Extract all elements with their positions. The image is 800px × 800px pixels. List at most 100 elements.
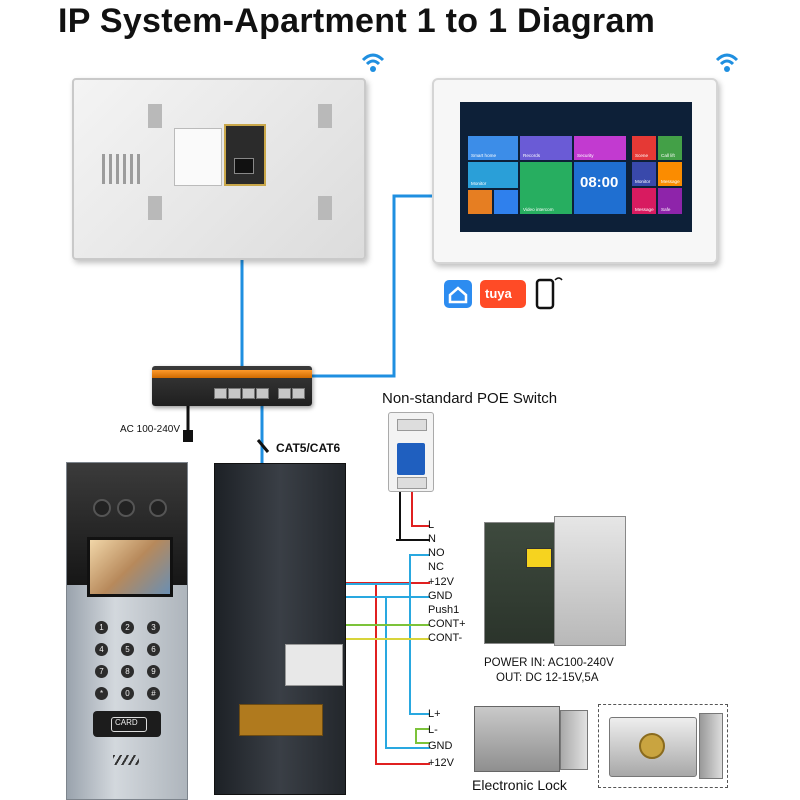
diagram-title: IP System-Apartment 1 to 1 Diagram [58,2,656,40]
lock-terminal-12v: +12V [428,757,454,769]
terminal-NO: NO [428,547,445,559]
tile-message[interactable]: Message [658,162,682,186]
terminal-12v: +12V [428,576,454,588]
lock-label: Electronic Lock [472,777,567,793]
keypad-key[interactable]: 3 [147,621,160,634]
house-icon [448,286,468,304]
lock-terminal-l-minus: L- [428,724,438,736]
rj45-port-panel [224,124,266,186]
keypad-key[interactable]: 8 [121,665,134,678]
card-reader[interactable]: CARD [93,711,161,737]
power-in-text: POWER IN: AC100-240V [484,657,614,669]
tile-smart-home[interactable]: Smart home [468,136,518,160]
cable-marker [256,439,270,453]
camera-icon [117,499,135,517]
keypad-key[interactable]: 6 [147,643,160,656]
wifi-icon [361,53,385,72]
lock-terminal-l-plus: L+ [428,708,441,720]
tile-monitor[interactable]: Monitor [468,162,518,188]
indoor-monitor-back [72,78,366,260]
camera-icon [149,499,167,517]
mount-slot [318,196,332,220]
power-supply-unit [484,516,626,646]
speaker-slots [113,755,139,765]
product-label [174,128,222,186]
smart-home-icon [444,280,472,308]
circuit-breaker [388,412,434,492]
terminal-gnd: GND [428,590,453,602]
keypad-key[interactable]: 5 [121,643,134,656]
keypad-key[interactable]: * [95,687,108,700]
mount-slot [318,104,332,128]
tile-settings[interactable] [468,190,492,214]
terminal-push1: Push1 [428,604,460,616]
camera-icon [93,499,111,517]
tile-monitor-2[interactable]: Monitor [632,162,656,186]
switch-port [278,388,291,399]
cable-label: CAT5/CAT6 [276,441,341,455]
terminal-NC: NC [428,561,444,573]
keypad-key[interactable]: 0 [121,687,134,700]
switch-port [228,388,241,399]
terminal-cont-plus: CONT+ [428,618,466,630]
clock-time: 08:00 [580,174,619,191]
lock-external [598,704,728,788]
switch-port [292,388,305,399]
circuit-board [239,704,323,736]
tile-scene[interactable]: Scene [632,136,656,160]
switch-power-label: AC 100-240V [120,424,181,435]
keypad-key[interactable]: # [147,687,160,700]
power-out-text: OUT: DC 12-15V,5A [496,672,599,684]
keypad-key[interactable]: 1 [95,621,108,634]
tile-safe[interactable]: Safe [658,188,682,214]
poe-switch [152,366,312,406]
tile-security[interactable]: Security [574,136,626,160]
terminal-N: N [428,533,436,545]
tile-records[interactable]: Records [520,136,572,160]
strike-plate [699,713,723,779]
indoor-monitor-front: Smart home Records Security Monitor Vide… [432,78,718,264]
card-reader-badge [111,717,147,732]
terminal-cont-minus: CONT- [428,632,463,644]
tile-system[interactable] [494,190,518,214]
power-plug [183,430,193,442]
lock-internal [474,706,590,774]
keyhole-icon [639,733,665,759]
smartphone-icon [535,277,563,310]
breaker-switch[interactable] [397,443,425,475]
tile-call-lift[interactable]: Call lift [658,136,682,160]
keypad-key[interactable]: 7 [95,665,108,678]
switch-title: Non-standard POE Switch [382,390,558,407]
monitor-screen: Smart home Records Security Monitor Vide… [460,102,692,232]
lock-terminal-gnd: GND [428,740,453,752]
tile-clock: 08:00 [574,162,626,214]
keypad-key[interactable]: 2 [121,621,134,634]
card-label: CARD [115,718,138,727]
speaker-grille [102,154,142,184]
mount-slot [148,196,162,220]
outdoor-back-box [214,463,346,795]
switch-stripe [152,370,312,378]
tuya-icon: tuya [480,280,526,308]
outdoor-station-head [67,463,187,597]
breaker-terminal [397,419,427,431]
breaker-terminal [397,477,427,489]
tile-video-intercom[interactable]: Video intercom [520,162,572,214]
switch-port [242,388,255,399]
lock-body [474,706,560,772]
psu-warning-label [526,548,552,568]
terminal-board [285,644,343,686]
switch-port [214,388,227,399]
psu-cover [554,516,626,646]
switch-port [256,388,269,399]
outdoor-display [87,537,173,597]
terminal-L: L [428,519,435,531]
wifi-icon [715,53,739,72]
keypad-key[interactable]: 4 [95,643,108,656]
tile-message-2[interactable]: Message [632,188,656,214]
lock-bolt [560,710,588,770]
tuya-label: tuya [485,286,512,301]
keypad-key[interactable]: 9 [147,665,160,678]
mount-slot [148,104,162,128]
cable-monitor-front [310,194,432,378]
